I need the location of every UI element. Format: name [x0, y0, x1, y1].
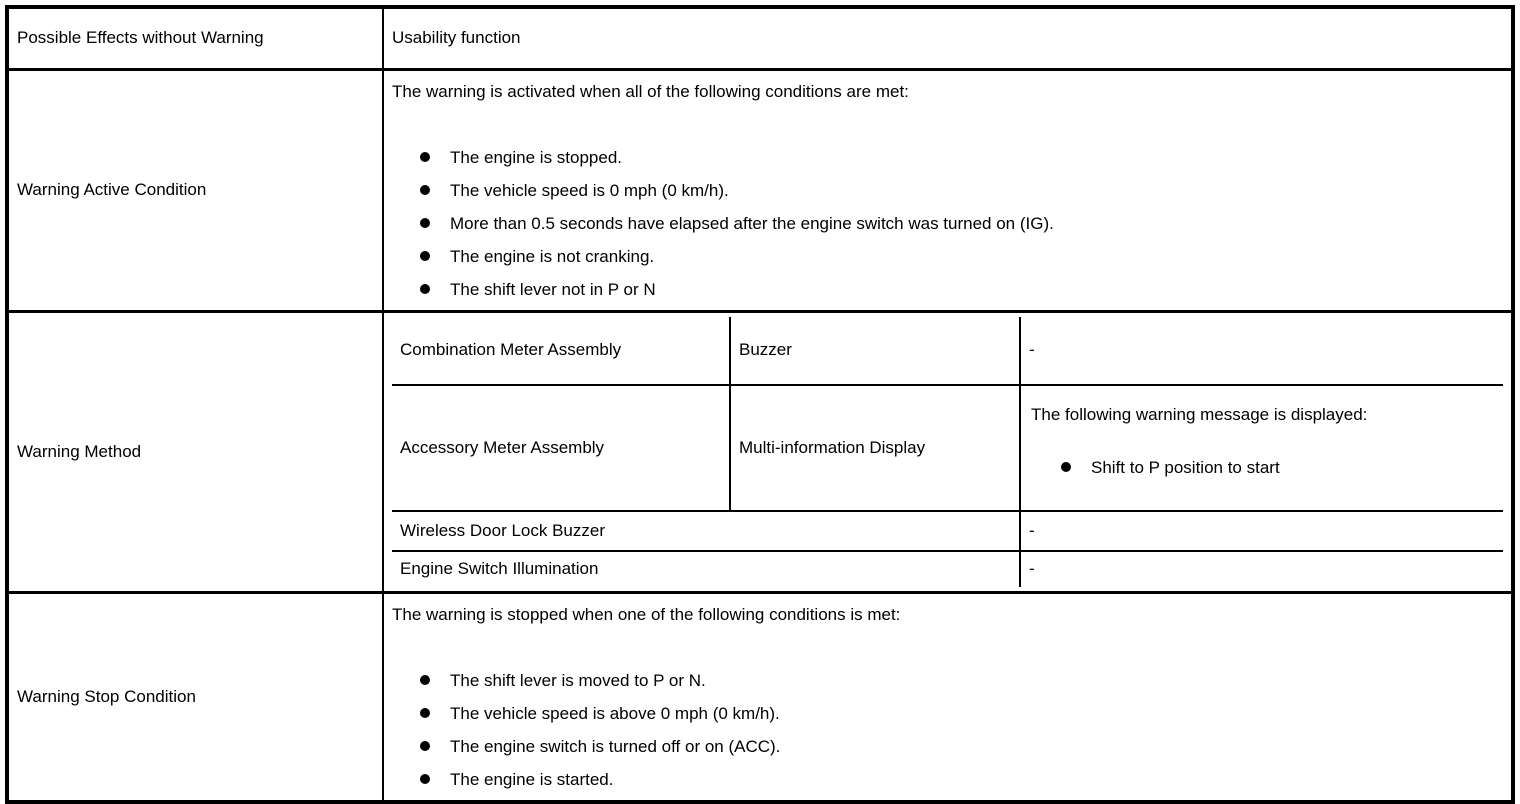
list-item: The engine is started.	[420, 763, 1503, 796]
warning-method-table: Combination Meter Assembly Buzzer - Acce…	[392, 316, 1503, 587]
table-row: Wireless Door Lock Buzzer -	[392, 509, 1503, 551]
warning-method-label-cell: Warning Method	[6, 309, 384, 594]
bullet-icon	[1061, 461, 1071, 472]
list-item: More than 0.5 seconds have elapsed after…	[420, 207, 1503, 240]
list-item: The shift lever not in P or N	[420, 273, 1503, 306]
bullet-icon	[420, 707, 430, 718]
stop-condition-label: Warning Stop Condition	[17, 686, 196, 706]
bullet-text: The shift lever not in P or N	[450, 279, 656, 299]
table-row: Accessory Meter Assembly Multi-informati…	[392, 383, 1503, 511]
bullet-icon	[420, 283, 430, 294]
bullet-text: The vehicle speed is above 0 mph (0 km/h…	[450, 703, 780, 723]
component-name: Engine Switch Illumination	[400, 559, 599, 578]
detail-value: -	[1029, 340, 1035, 359]
list-item: Shift to P position to start	[1061, 451, 1495, 484]
sub-component-cell: Buzzer	[729, 316, 1020, 385]
bullet-text: The engine is stopped.	[450, 147, 623, 167]
bullet-icon	[420, 773, 430, 784]
table-row: Warning Method Combination Meter Assembl…	[6, 309, 1514, 594]
component-name: Wireless Door Lock Buzzer	[400, 520, 606, 540]
detail-bullet-list: Shift to P position to start	[1061, 451, 1495, 484]
bullet-text: The engine is not cranking.	[450, 246, 655, 266]
detail-cell: The following warning message is display…	[1019, 383, 1503, 511]
table-row: Combination Meter Assembly Buzzer -	[392, 316, 1503, 385]
stop-condition-intro: The warning is stopped when one of the f…	[392, 604, 901, 624]
header-label-cell: Possible Effects without Warning	[6, 5, 384, 71]
component-cell: Engine Switch Illumination	[392, 549, 1020, 587]
list-item: The engine is not cranking.	[420, 240, 1503, 273]
table-row: Warning Active Condition The warning is …	[6, 67, 1514, 313]
component-name: Combination Meter Assembly	[400, 340, 622, 359]
bullet-text: The vehicle speed is 0 mph (0 km/h).	[450, 180, 729, 200]
bullet-icon	[420, 151, 430, 162]
bullet-text: More than 0.5 seconds have elapsed after…	[450, 213, 1054, 233]
usability-function-table: Possible Effects without Warning Usabili…	[5, 5, 1515, 804]
bullet-text: The shift lever is moved to P or N.	[450, 670, 706, 690]
list-item: The vehicle speed is above 0 mph (0 km/h…	[420, 697, 1503, 730]
detail-cell: -	[1019, 509, 1503, 551]
list-item: The engine switch is turned off or on (A…	[420, 730, 1503, 763]
stop-condition-bullet-list: The shift lever is moved to P or N. The …	[420, 664, 1503, 796]
list-item: The shift lever is moved to P or N.	[420, 664, 1503, 697]
list-item: The vehicle speed is 0 mph (0 km/h).	[420, 174, 1503, 207]
bullet-text: Shift to P position to start	[1091, 457, 1280, 477]
bullet-text: The engine switch is turned off or on (A…	[450, 736, 781, 756]
detail-value: -	[1029, 559, 1035, 578]
component-name: Accessory Meter Assembly	[400, 437, 605, 457]
bullet-icon	[420, 217, 430, 228]
active-condition-label: Warning Active Condition	[17, 180, 207, 199]
component-cell: Combination Meter Assembly	[392, 317, 730, 385]
sub-component-name: Buzzer	[739, 340, 792, 359]
warning-method-label: Warning Method	[17, 441, 142, 461]
sub-component-name: Multi-information Display	[739, 437, 926, 457]
table-row: Engine Switch Illumination -	[392, 549, 1503, 587]
stop-condition-label-cell: Warning Stop Condition	[6, 590, 384, 803]
list-item: The engine is stopped.	[420, 141, 1503, 174]
header-label: Possible Effects without Warning	[17, 28, 264, 48]
component-cell: Accessory Meter Assembly	[392, 383, 730, 511]
component-cell: Wireless Door Lock Buzzer	[392, 509, 1020, 551]
table-row: Possible Effects without Warning Usabili…	[6, 5, 1514, 71]
bullet-icon	[420, 250, 430, 261]
header-value-cell: Usability function	[382, 5, 1514, 71]
warning-method-content-cell: Combination Meter Assembly Buzzer - Acce…	[382, 309, 1514, 594]
bullet-icon	[420, 674, 430, 685]
bullet-icon	[420, 740, 430, 751]
detail-cell: -	[1019, 549, 1503, 587]
active-condition-bullet-list: The engine is stopped. The vehicle speed…	[420, 141, 1503, 306]
active-condition-content-cell: The warning is activated when all of the…	[382, 67, 1514, 313]
manual-table-page: Possible Effects without Warning Usabili…	[5, 5, 1515, 804]
active-condition-label-cell: Warning Active Condition	[6, 67, 384, 313]
table-row: Warning Stop Condition The warning is st…	[6, 590, 1514, 803]
bullet-icon	[420, 184, 430, 195]
header-value: Usability function	[392, 28, 521, 48]
sub-component-cell: Multi-information Display	[729, 383, 1020, 511]
detail-cell: -	[1019, 316, 1503, 385]
active-condition-intro: The warning is activated when all of the…	[392, 81, 909, 101]
bullet-text: The engine is started.	[450, 769, 614, 789]
detail-intro: The following warning message is display…	[1031, 404, 1368, 424]
stop-condition-content-cell: The warning is stopped when one of the f…	[382, 590, 1514, 803]
detail-value: -	[1029, 520, 1035, 540]
